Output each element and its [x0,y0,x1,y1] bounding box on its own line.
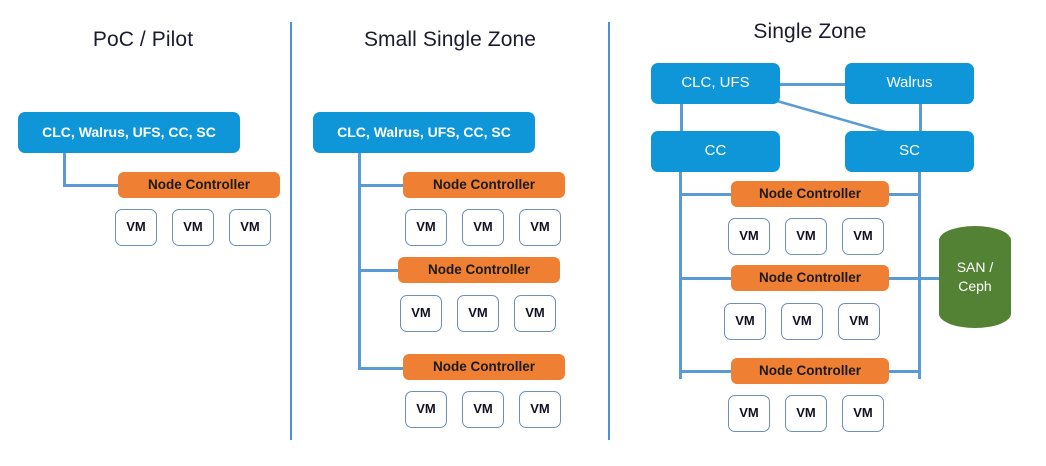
connector-sz-right-branch-3 [884,370,920,373]
service-label: CLC, UFS [681,74,750,92]
vm-label: VM [530,219,550,235]
vm-box[interactable]: VM [728,218,770,255]
node-controller-label: Node Controller [758,363,861,379]
vm-box[interactable]: VM [514,295,556,332]
vm-label: VM [183,219,203,235]
connector-sz-left-branch-3 [679,370,736,373]
vm-box[interactable]: VM [838,303,880,340]
connector-ssz-branch-1 [358,184,408,187]
vm-box[interactable]: VM [405,209,447,246]
node-controller-label: Node Controller [758,186,861,202]
vm-label: VM [735,313,755,329]
storage-label: SAN / Ceph [957,258,994,296]
controller-box-poc[interactable]: CLC, Walrus, UFS, CC, SC [18,112,240,153]
controller-box-ssz[interactable]: CLC, Walrus, UFS, CC, SC [313,112,535,153]
storage-label-line2: Ceph [958,278,992,294]
vm-box[interactable]: VM [229,209,271,246]
connector-sz-right-branch-2 [884,277,944,280]
vm-box[interactable]: VM [519,391,561,428]
service-label: SC [899,142,920,160]
connector-sz-left-trunk [679,172,682,379]
node-controller-label: Node Controller [427,262,530,278]
connector-poc-branch-1 [63,184,125,187]
vm-label: VM [739,228,759,244]
connector-clcufs-sc [776,99,890,135]
node-controller-label: Node Controller [432,359,535,375]
vm-box[interactable]: VM [842,218,884,255]
connector-sz-right-trunk [918,172,921,379]
node-controller-label: Node Controller [147,177,250,193]
vm-label: VM [853,228,873,244]
vm-label: VM [792,313,812,329]
service-box-clc-ufs[interactable]: CLC, UFS [651,63,780,104]
panel-title-single-zone: Single Zone [753,20,867,43]
connector-ssz-branch-3 [358,367,408,370]
storage-cylinder-san-ceph[interactable]: SAN / Ceph [939,226,1011,328]
service-box-sc[interactable]: SC [845,131,974,172]
storage-label-line1: SAN / [956,259,994,276]
node-controller-sz-2[interactable]: Node Controller [731,265,889,291]
node-controller-sz-1[interactable]: Node Controller [731,181,889,207]
vm-label: VM [468,305,488,321]
vm-label: VM [126,219,146,235]
panel-title-small-single-zone: Small Single Zone [363,28,537,51]
node-controller-ssz-1[interactable]: Node Controller [403,172,565,198]
node-controller-ssz-3[interactable]: Node Controller [403,354,565,380]
vm-box[interactable]: VM [724,303,766,340]
connector-clcufs-cc [680,103,683,133]
vm-box[interactable]: VM [462,391,504,428]
vm-label: VM [240,219,260,235]
vm-box[interactable]: VM [115,209,157,246]
service-box-cc[interactable]: CC [651,131,780,172]
node-controller-sz-3[interactable]: Node Controller [731,358,889,384]
panel-title-poc-pilot: PoC / Pilot [92,28,194,51]
vm-box[interactable]: VM [405,391,447,428]
vm-box[interactable]: VM [785,218,827,255]
controller-label: CLC, Walrus, UFS, CC, SC [337,123,511,140]
vm-box[interactable]: VM [400,295,442,332]
node-controller-label: Node Controller [432,177,535,193]
connector-sz-left-branch-2 [679,277,736,280]
service-box-walrus[interactable]: Walrus [845,63,974,104]
node-controller-label: Node Controller [758,270,861,286]
vm-label: VM [416,219,436,235]
vm-box[interactable]: VM [462,209,504,246]
vm-box[interactable]: VM [457,295,499,332]
vm-label: VM [416,401,436,417]
vm-box[interactable]: VM [172,209,214,246]
connector-ssz-trunk [358,152,361,370]
vm-label: VM [525,305,545,321]
node-controller-ssz-2[interactable]: Node Controller [398,257,560,283]
panel-divider-1 [290,22,292,440]
vm-box[interactable]: VM [728,395,770,432]
connector-clcufs-walrus [776,83,847,86]
vm-label: VM [473,401,493,417]
panel-divider-2 [608,22,610,440]
vm-label: VM [411,305,431,321]
vm-box[interactable]: VM [842,395,884,432]
vm-label: VM [796,405,816,421]
service-label: CC [704,142,727,160]
connector-sz-right-branch-1 [884,193,920,196]
vm-label: VM [530,401,550,417]
node-controller-poc-1[interactable]: Node Controller [118,172,280,198]
vm-box[interactable]: VM [781,303,823,340]
service-label: Walrus [886,74,933,92]
vm-label: VM [739,405,759,421]
vm-label: VM [853,405,873,421]
connector-poc-trunk [63,152,66,186]
vm-label: VM [849,313,869,329]
connector-ssz-branch-2 [358,269,404,272]
vm-box[interactable]: VM [519,209,561,246]
controller-label: CLC, Walrus, UFS, CC, SC [42,123,216,140]
vm-label: VM [796,228,816,244]
vm-box[interactable]: VM [785,395,827,432]
connector-walrus-sc [919,103,922,133]
connector-sz-left-branch-1 [679,193,736,196]
vm-label: VM [473,219,493,235]
